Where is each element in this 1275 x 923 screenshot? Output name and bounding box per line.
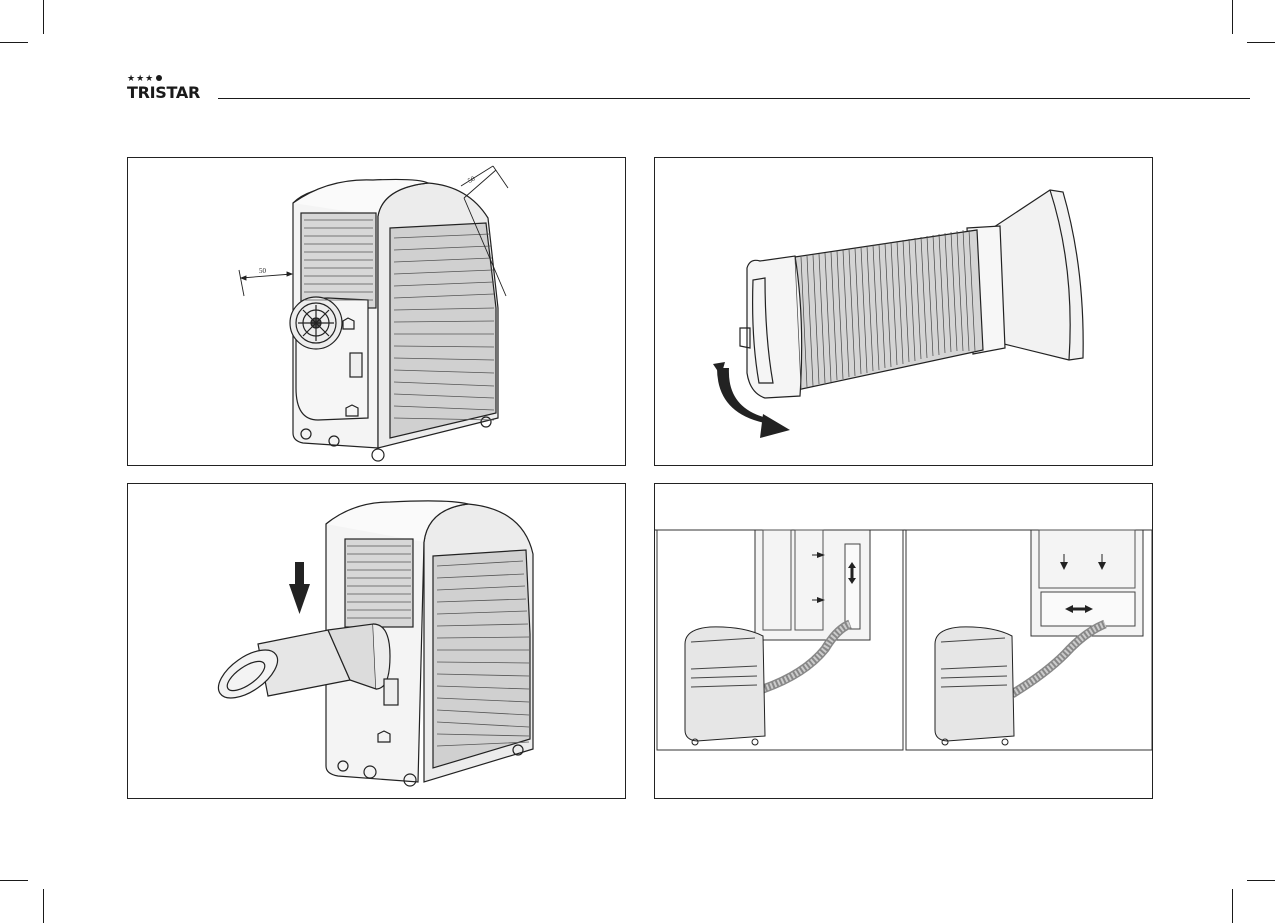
top-distance-label: 50 <box>466 174 476 185</box>
header-rule <box>218 98 1250 99</box>
crop-mark <box>0 880 28 881</box>
crop-mark <box>0 42 28 43</box>
brand-logo: ★★★ TRISTAR <box>127 74 217 102</box>
arrow-down-icon <box>289 562 310 614</box>
side-distance-label: 50 <box>259 267 267 275</box>
scene-vertical-window <box>906 530 1152 750</box>
scene-sliding-window <box>657 530 903 750</box>
brand-stars: ★★★ <box>127 74 217 83</box>
clearance-illustration: 50 50 <box>128 158 626 466</box>
figure-window-installation <box>654 483 1153 799</box>
figure-hose-adapter <box>654 157 1153 466</box>
figure-hose-attachment <box>127 483 626 799</box>
crop-mark <box>1232 0 1233 34</box>
crop-mark <box>1247 42 1275 43</box>
crop-mark <box>43 0 44 34</box>
hose-attachment-illustration <box>128 484 626 799</box>
crop-mark <box>1247 880 1275 881</box>
window-installation-illustration <box>655 484 1153 799</box>
crop-mark <box>43 889 44 923</box>
hose-adapter-illustration <box>655 158 1153 466</box>
brand-name: TRISTAR <box>127 84 217 101</box>
crop-mark <box>1232 889 1233 923</box>
figure-clearance: 50 50 <box>127 157 626 466</box>
